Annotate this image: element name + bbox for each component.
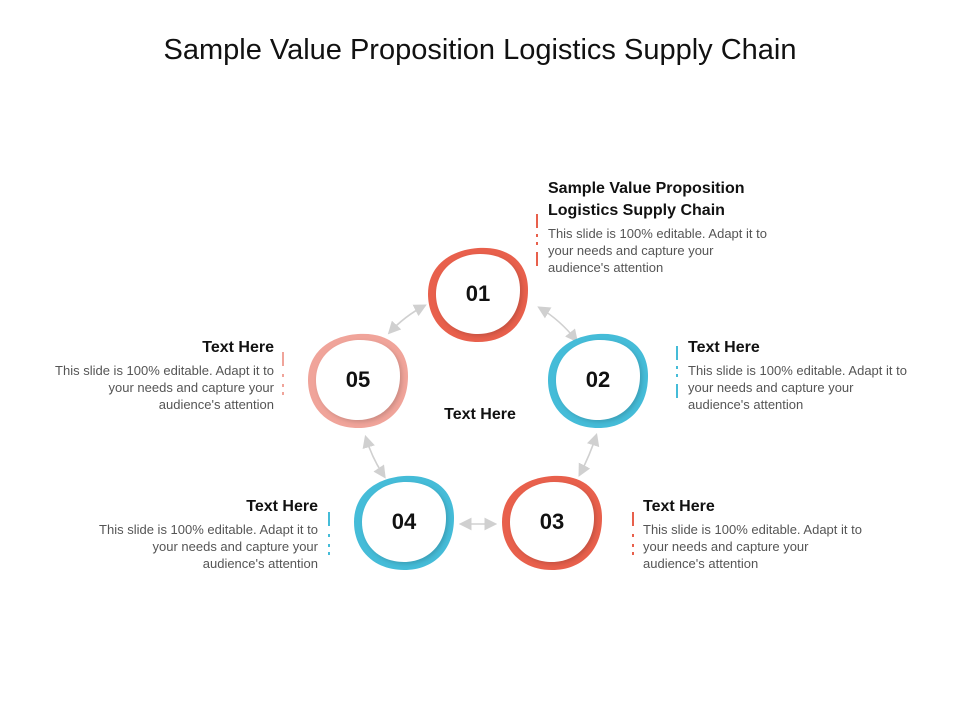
arrow-05-04 bbox=[362, 434, 386, 479]
node-03: 03 bbox=[502, 474, 602, 570]
blob-ring-icon bbox=[502, 475, 602, 570]
divider-02 bbox=[676, 346, 678, 400]
blob-ring-icon bbox=[428, 247, 528, 342]
node-number: 02 bbox=[585, 367, 611, 392]
node-05: 05 bbox=[308, 332, 408, 428]
text-block-05: Text Here This slide is 100% editable. A… bbox=[49, 337, 274, 413]
block-heading: Text Here bbox=[688, 339, 760, 356]
node-number: 01 bbox=[465, 281, 491, 306]
node-02: 02 bbox=[548, 332, 648, 428]
slide-title: Sample Value Proposition Logistics Suppl… bbox=[163, 34, 797, 66]
divider-03 bbox=[632, 512, 634, 558]
node-04: 04 bbox=[354, 474, 454, 570]
block-heading: Text Here bbox=[202, 339, 274, 356]
block-body: This slide is 100% editable. Adapt it to… bbox=[688, 363, 907, 412]
node-number: 03 bbox=[539, 509, 565, 534]
arrow-01-05 bbox=[387, 304, 427, 335]
block-heading: Sample Value Proposition Logistics Suppl… bbox=[548, 180, 745, 219]
node-number: 04 bbox=[391, 509, 417, 534]
block-heading: Text Here bbox=[643, 498, 715, 515]
block-body: This slide is 100% editable. Adapt it to… bbox=[548, 226, 767, 275]
node-01: 01 bbox=[428, 246, 528, 342]
blob-ring-icon bbox=[354, 475, 454, 570]
arrow-01-02 bbox=[537, 306, 578, 343]
text-block-04: Text Here This slide is 100% editable. A… bbox=[93, 496, 318, 572]
arrow-02-03 bbox=[578, 432, 600, 477]
center-label: Text Here bbox=[444, 406, 516, 423]
blob-ring-icon bbox=[308, 333, 408, 428]
text-block-02: Text Here This slide is 100% editable. A… bbox=[688, 337, 913, 413]
block-body: This slide is 100% editable. Adapt it to… bbox=[55, 363, 274, 412]
block-body: This slide is 100% editable. Adapt it to… bbox=[643, 522, 862, 571]
node-number: 05 bbox=[345, 367, 371, 392]
text-block-01: Sample Value Proposition Logistics Suppl… bbox=[548, 178, 788, 276]
blob-ring-icon bbox=[548, 333, 648, 428]
divider-05 bbox=[282, 352, 284, 398]
text-block-03: Text Here This slide is 100% editable. A… bbox=[643, 496, 868, 572]
block-body: This slide is 100% editable. Adapt it to… bbox=[99, 522, 318, 571]
divider-04 bbox=[328, 512, 330, 558]
block-heading: Text Here bbox=[246, 498, 318, 515]
divider-01 bbox=[536, 214, 538, 268]
